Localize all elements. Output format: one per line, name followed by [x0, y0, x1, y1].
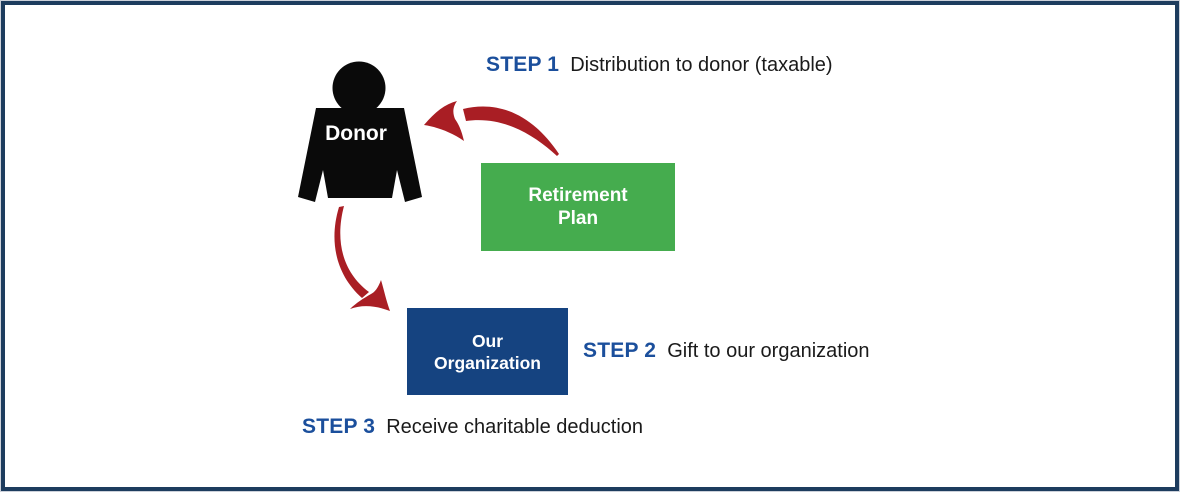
step2-caption: STEP 2 Gift to our organization [583, 339, 870, 363]
step1-caption: STEP 1 Distribution to donor (taxable) [486, 53, 833, 77]
step3-caption: STEP 3 Receive charitable deduction [302, 415, 643, 439]
organization-label-line1: Our [471, 330, 504, 351]
step2-label: STEP 2 [583, 339, 657, 362]
arrow-donor-to-organization-icon [334, 206, 390, 311]
donor-label: Donor [325, 122, 387, 145]
step3-label: STEP 3 [302, 415, 376, 438]
arrow-retirement-to-donor-icon [424, 101, 559, 156]
donor-figure-icon: Donor [298, 61, 422, 202]
organization-label-line2: Organization [434, 352, 541, 373]
step3-text: Receive charitable deduction [386, 416, 644, 438]
retirement-plan-label-line2: Plan [557, 208, 599, 229]
organization-box: Our Organization [407, 308, 568, 395]
retirement-plan-box: Retirement Plan [481, 163, 675, 251]
step1-label: STEP 1 [486, 53, 560, 76]
retirement-plan-label-line1: Retirement [528, 185, 628, 206]
step2-text: Gift to our organization [667, 340, 870, 362]
step1-text: Distribution to donor (taxable) [570, 54, 833, 76]
